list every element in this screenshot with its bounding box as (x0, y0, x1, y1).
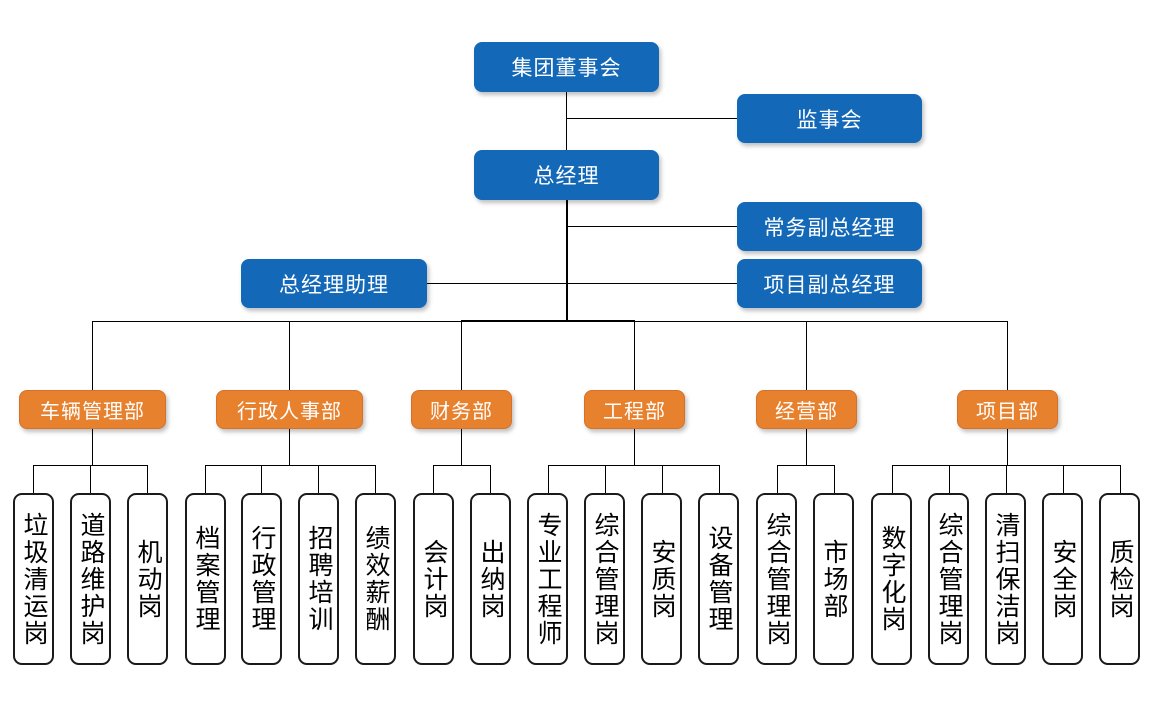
connector-bus-to-project (1007, 321, 1008, 390)
leaf-box-waste-removal[interactable]: 垃圾清运岗 (13, 493, 54, 665)
leaf-box-operations-general-management[interactable]: 综合管理岗 (756, 493, 797, 665)
connector-bus-to-engineering (634, 321, 635, 390)
node-department-finance[interactable]: 财务部 (411, 390, 512, 429)
leaf-label: 招聘培训 (305, 525, 332, 633)
leaf-box-safety[interactable]: 安全岗 (1042, 493, 1083, 665)
leaf-box-quality-inspection[interactable]: 质检岗 (1099, 493, 1140, 665)
node-general-manager[interactable]: 总经理 (474, 150, 659, 200)
leaf-box-performance-compensation[interactable]: 绩效薪酬 (355, 493, 396, 665)
node-department-vehicle-management[interactable]: 车辆管理部 (19, 390, 166, 429)
connector-project-stem (1007, 428, 1008, 465)
leaf-box-mobile-duty[interactable]: 机动岗 (127, 493, 168, 665)
leaf-label: 综合管理岗 (591, 511, 618, 647)
leaf-label: 机动岗 (134, 538, 161, 620)
leaf-box-cleaning-sanitation[interactable]: 清扫保洁岗 (985, 493, 1026, 665)
connector-finance-child-1 (490, 465, 491, 493)
connector-operations-child-0 (777, 465, 778, 493)
connector-project-child-2 (1006, 465, 1007, 493)
connector-board-to-supervisory (566, 118, 738, 119)
connector-gm-to-project-vice (566, 283, 738, 284)
leaf-box-administrative-management[interactable]: 行政管理 (241, 493, 282, 665)
node-department-project[interactable]: 项目部 (957, 390, 1058, 429)
connector-engineering-stem (634, 428, 635, 465)
leaf-label: 质检岗 (1106, 538, 1133, 620)
connector-engineering-child-2 (662, 465, 663, 493)
leaf-label: 数字化岗 (878, 525, 905, 633)
leaf-label: 出纳岗 (477, 538, 504, 620)
connector-adminhr-stem (289, 428, 290, 465)
connector-vehicle-child-0 (33, 465, 34, 493)
connector-project-child-0 (892, 465, 893, 493)
connector-adminhr-child-2 (318, 465, 319, 493)
connector-bus-to-operations (806, 321, 807, 390)
leaf-box-accounting[interactable]: 会计岗 (413, 493, 454, 665)
leaf-label: 绩效薪酬 (362, 525, 389, 633)
connector-bus-to-admin-hr (289, 321, 290, 390)
connector-project-child-4 (1120, 465, 1121, 493)
connector-operations-bus (777, 465, 835, 466)
leaf-box-cashier[interactable]: 出纳岗 (470, 493, 511, 665)
connector-engineering-child-3 (719, 465, 720, 493)
connector-board-to-gm (566, 91, 567, 151)
connector-bus-to-vehicle (92, 321, 93, 390)
connector-assistant-to-gm (427, 283, 567, 284)
node-general-manager-assistant[interactable]: 总经理助理 (241, 259, 427, 308)
connector-department-bus-center (461, 320, 635, 322)
leaf-label: 安全岗 (1049, 538, 1076, 620)
leaf-label: 安质岗 (648, 538, 675, 620)
leaf-label: 专业工程师 (534, 511, 561, 647)
connector-engineering-child-0 (548, 465, 549, 493)
leaf-label: 综合管理岗 (763, 511, 790, 647)
leaf-box-equipment-management[interactable]: 设备管理 (698, 493, 739, 665)
leaf-label: 道路维护岗 (77, 511, 104, 647)
connector-gm-down (566, 199, 568, 322)
connector-operations-stem (806, 428, 807, 465)
leaf-label: 行政管理 (248, 525, 275, 633)
connector-engineering-child-1 (605, 465, 606, 493)
leaf-label: 垃圾清运岗 (20, 511, 47, 647)
connector-vehicle-stem (92, 428, 93, 465)
leaf-box-marketing-department[interactable]: 市场部 (813, 493, 854, 665)
leaf-box-records-management[interactable]: 档案管理 (185, 493, 226, 665)
connector-gm-to-exec-vice (566, 226, 738, 227)
node-executive-vice-general-manager[interactable]: 常务副总经理 (737, 202, 922, 251)
node-supervisory-board[interactable]: 监事会 (737, 94, 922, 143)
node-department-engineering[interactable]: 工程部 (584, 390, 685, 429)
leaf-label: 市场部 (820, 538, 847, 620)
leaf-box-recruitment-training[interactable]: 招聘培训 (298, 493, 339, 665)
connector-vehicle-child-1 (90, 465, 91, 493)
connector-project-child-3 (1063, 465, 1064, 493)
node-department-admin-hr[interactable]: 行政人事部 (216, 390, 363, 429)
leaf-label: 档案管理 (192, 525, 219, 633)
leaf-box-safety-quality[interactable]: 安质岗 (641, 493, 682, 665)
leaf-label: 会计岗 (420, 538, 447, 620)
connector-project-child-1 (949, 465, 950, 493)
connector-vehicle-child-2 (147, 465, 148, 493)
connector-finance-stem (461, 428, 462, 465)
connector-adminhr-child-3 (375, 465, 376, 493)
leaf-box-road-maintenance[interactable]: 道路维护岗 (70, 493, 111, 665)
connector-engineering-bus (548, 465, 720, 466)
connector-operations-child-1 (834, 465, 835, 493)
leaf-label: 清扫保洁岗 (992, 511, 1019, 647)
leaf-label: 设备管理 (705, 525, 732, 633)
leaf-box-digitalization[interactable]: 数字化岗 (871, 493, 912, 665)
connector-bus-to-finance (461, 321, 462, 390)
leaf-box-professional-engineer[interactable]: 专业工程师 (527, 493, 568, 665)
connector-adminhr-child-0 (205, 465, 206, 493)
connector-finance-child-0 (433, 465, 434, 493)
connector-adminhr-child-1 (261, 465, 262, 493)
node-project-vice-general-manager[interactable]: 项目副总经理 (737, 259, 922, 308)
node-board-of-directors[interactable]: 集团董事会 (474, 42, 659, 92)
leaf-label: 综合管理岗 (935, 511, 962, 647)
connector-adminhr-bus (205, 465, 376, 466)
leaf-box-engineering-general-management[interactable]: 综合管理岗 (584, 493, 625, 665)
node-department-operations[interactable]: 经营部 (756, 390, 857, 429)
connector-finance-bus (433, 465, 491, 466)
leaf-box-project-general-management[interactable]: 综合管理岗 (928, 493, 969, 665)
